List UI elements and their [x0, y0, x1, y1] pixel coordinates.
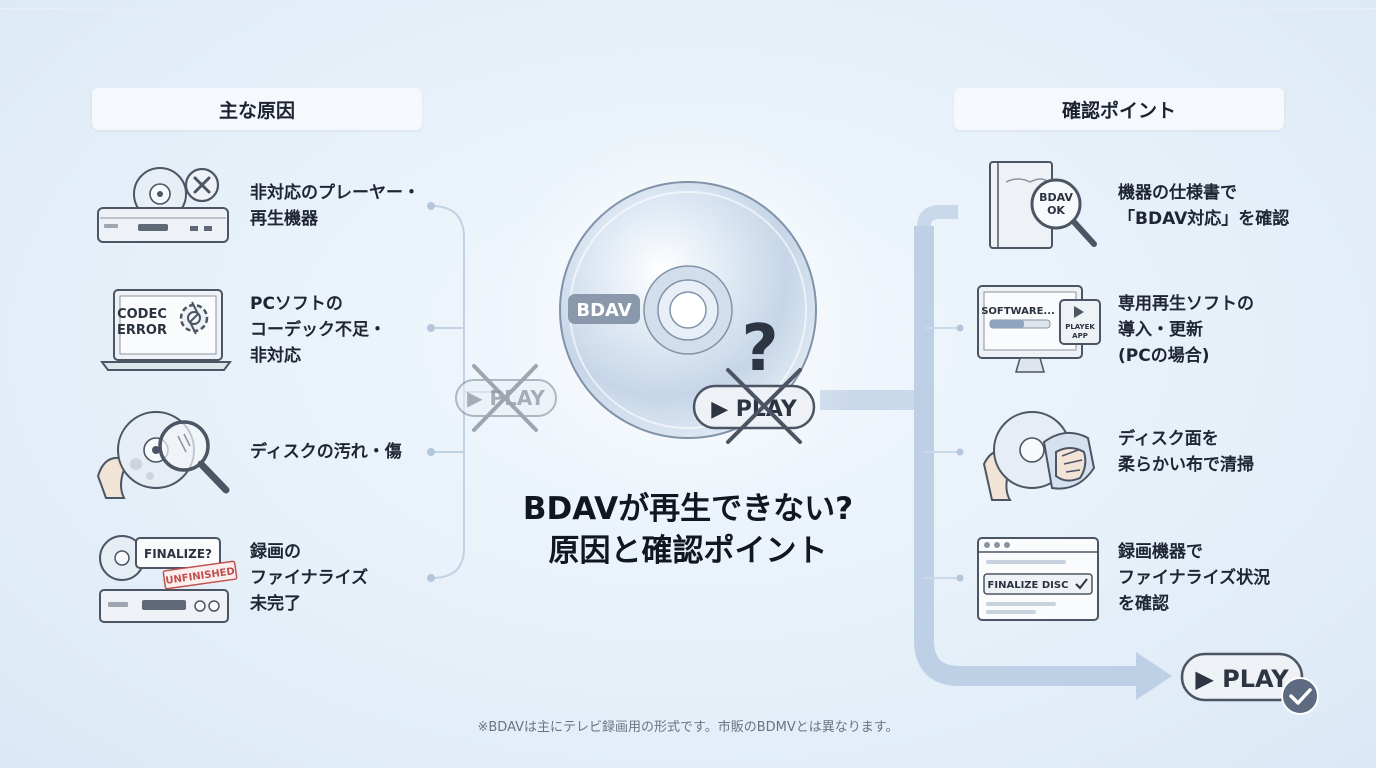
recorder-finalize-icon: FINALIZE? UNFINISHED — [99, 535, 238, 623]
cause-label: 非対応のプレーヤー・再生機器 — [250, 183, 420, 229]
main-title: BDAVが再生できない?原因と確認ポイント — [522, 491, 854, 569]
laptop-gear-icon: CODEC ERROR — [100, 289, 232, 371]
causes-header: 主な原因 — [92, 88, 422, 130]
check-badge-icon — [1281, 677, 1319, 715]
bdav-text: BDAV — [1039, 191, 1073, 204]
ok-text: OK — [1047, 204, 1065, 217]
window-checklist-icon: FINALIZE DISC — [977, 537, 1099, 621]
play-label: ▶ PLAY — [1195, 665, 1289, 693]
question-mark-icon: ? — [741, 312, 778, 386]
disc-cloth-icon — [982, 411, 1096, 501]
check-label: ディスク面を柔らかい布で清掃 — [1118, 429, 1254, 475]
checks-header: 確認ポイント — [954, 88, 1284, 130]
bd-player-x-icon — [97, 167, 229, 243]
finalize-disc-text: FINALIZE DISC — [988, 580, 1069, 591]
player-app-text: PLAYEK — [1065, 323, 1095, 331]
svg-text:APP: APP — [1072, 332, 1088, 340]
codec-text: CODEC — [117, 307, 167, 322]
check-label: 機器の仕様書で「BDAV対応」を確認 — [1118, 183, 1290, 229]
manual-magnifier-icon: BDAV OK — [989, 161, 1097, 249]
monitor-software-icon: SOFTWARE... PLAYEK APP — [977, 285, 1101, 373]
check-label: 録画機器でファイナライズ状況を確認 — [1118, 542, 1271, 614]
disc-bdav-label: BDAV — [576, 300, 631, 321]
error-text: ERROR — [117, 323, 167, 338]
finalize-question-text: FINALIZE? — [144, 547, 212, 561]
disc-magnifier-icon — [96, 411, 230, 499]
play-pill-blocked: ▶ PLAY — [692, 368, 816, 444]
frame — [0, 8, 1376, 761]
check-label: 専用再生ソフトの導入・更新(PCの場合) — [1118, 294, 1254, 366]
software-loading-text: SOFTWARE... — [981, 306, 1055, 317]
play-success-badge: ▶ PLAY — [1180, 652, 1319, 715]
cause-label: ディスクの汚れ・傷 — [250, 442, 402, 462]
play-pill-faded: ▶ PLAY — [455, 364, 557, 432]
footnote: ※BDAVは主にテレビ録画用の形式です。市販のBDMVとは異なります。 — [477, 720, 899, 735]
cause-label: 録画のファイナライズ未完了 — [250, 542, 369, 614]
cause-label: PCソフトのコーデック不足・非対応 — [250, 294, 386, 366]
